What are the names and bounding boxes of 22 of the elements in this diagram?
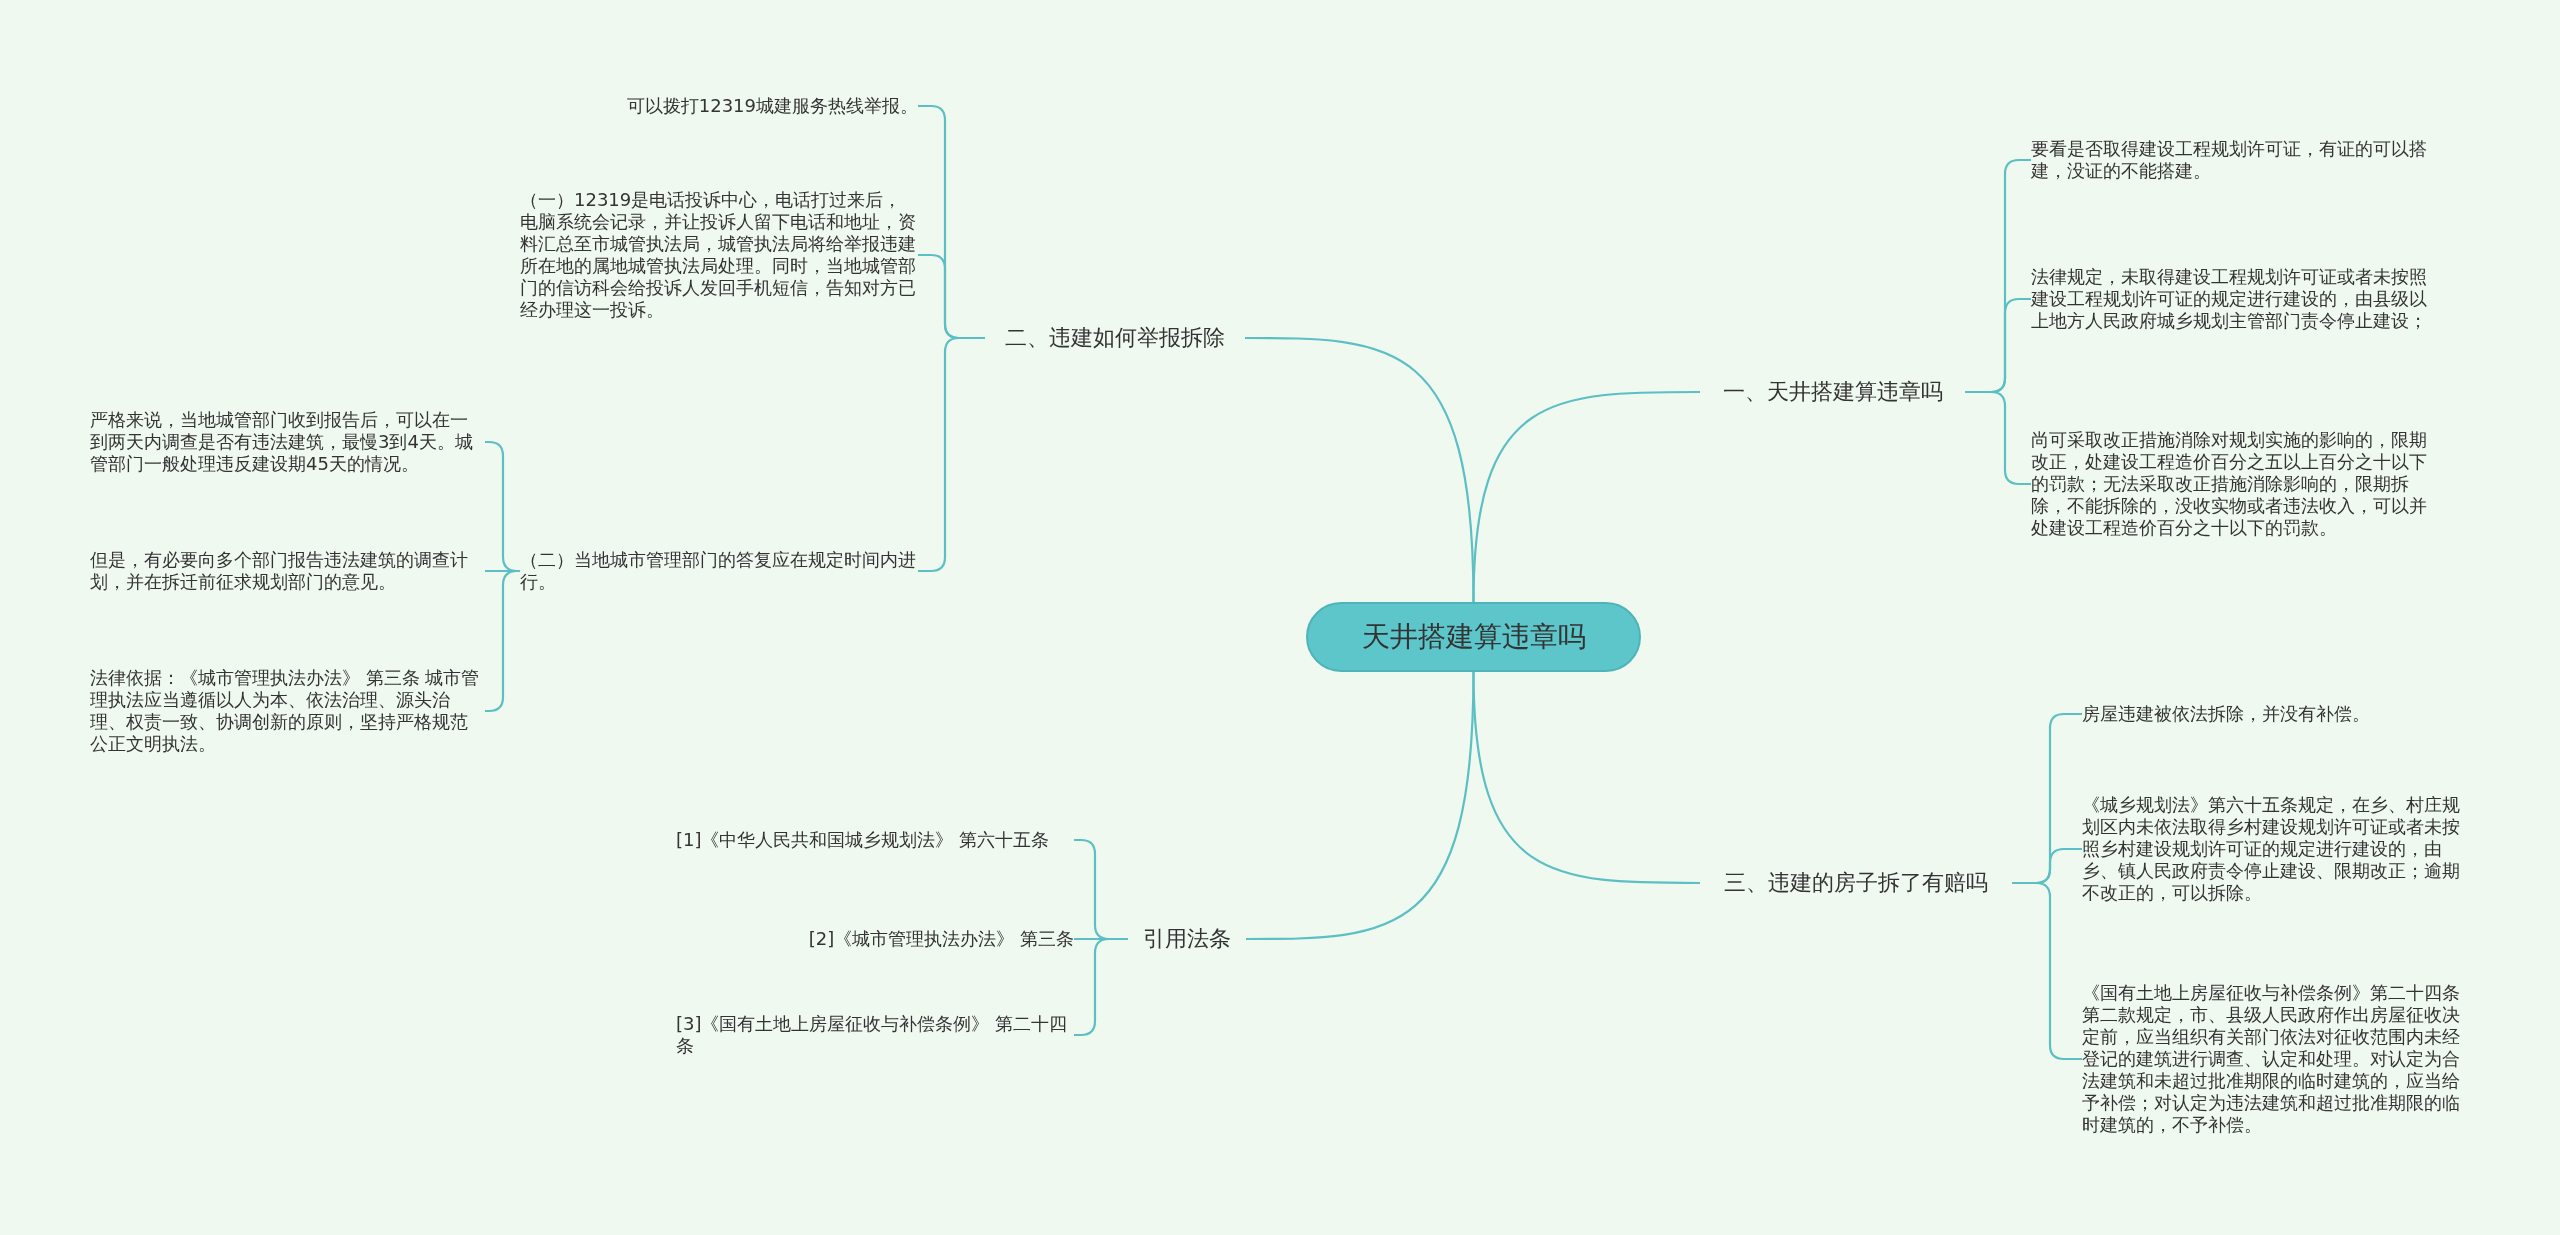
note-text: 可以拨打12319城建服务热线举报。 bbox=[520, 95, 918, 117]
note-text: 要看是否取得建设工程规划许可证，有证的可以搭建，没证的不能搭建。 bbox=[2031, 138, 2431, 182]
note-text: 房屋违建被依法拆除，并没有补偿。 bbox=[2082, 703, 2477, 725]
branch-topic: 二、违建如何举报拆除 bbox=[985, 319, 1245, 357]
connector-line bbox=[1472, 390, 1700, 603]
note-text: （二）当地城市管理部门的答复应在规定时间内进行。 bbox=[520, 549, 918, 593]
connector-line bbox=[1246, 671, 1475, 941]
branch-topic: 引用法条 bbox=[1128, 920, 1246, 958]
note-text: 严格来说，当地城管部门收到报告后，可以在一到两天内调查是否有违法建筑，最慢3到4天。城管部门一般处理违反建设期45天的情况。 bbox=[90, 409, 485, 475]
note-text: 尚可采取改正措施消除对规划实施的影响的，限期改正，处建设工程造价百分之五以上百分之十以下的罚款；无法采取改正措施消除影响的，限期拆除，不能拆除的，没收实物或者违法收入，可以并处建设工程造价百分之十以下的罚款。 bbox=[2031, 429, 2431, 539]
note-text: 《国有土地上房屋征收与补偿条例》第二十四条第二款规定，市、县级人民政府作出房屋征收决定前，应当组织有关部门依法对征收范围内未经登记的建筑进行调查、认定和处理。对认定为合法建筑和未超过批准期限的临时建筑的，应当给予补偿；对认定为违法建筑和超过批准期限的临时建筑的，不予补偿。 bbox=[2082, 982, 2477, 1136]
central-topic-pill: 天井搭建算违章吗 bbox=[1306, 602, 1641, 672]
note-text: [1]《中华人民共和国城乡规划法》 第六十五条 bbox=[676, 829, 1074, 851]
note-text: 法律依据：《城市管理执法办法》 第三条 城市管理执法应当遵循以人为本、依法治理、源头治理、权责一致、协调创新的原则，坚持严格规范公正文明执法。 bbox=[90, 667, 485, 755]
note-text: 《城乡规划法》第六十五条规定，在乡、村庄规划区内未依法取得乡村建设规划许可证或者未按照乡村建设规划许可证的规定进行建设的，由乡、镇人民政府责令停止建设、限期改正；逾期不改正的，可以拆除。 bbox=[2082, 794, 2477, 904]
note-text: 但是，有必要向多个部门报告违法建筑的调查计划，并在拆迁前征求规划部门的意见。 bbox=[90, 549, 485, 593]
note-text: （一）12319是电话投诉中心，电话打过来后，电脑系统会记录，并让投诉人留下电话和地址，资料汇总至市城管执法局，城管执法局将给举报违建所在地的属地城管执法局处理。同时，当地城管部门的信访科会给投诉人发回手机短信，告知对方已经办理这一投诉。 bbox=[520, 189, 918, 321]
note-text: [2]《城市管理执法办法》 第三条 bbox=[676, 928, 1074, 950]
note-text: 法律规定，未取得建设工程规划许可证或者未按照建设工程规划许可证的规定进行建设的，由县级以上地方人民政府城乡规划主管部门责令停止建设； bbox=[2031, 266, 2431, 332]
branch-topic: 三、违建的房子拆了有赔吗 bbox=[1700, 864, 2012, 902]
note-text: [3]《国有土地上房屋征收与补偿条例》 第二十四条 bbox=[676, 1013, 1074, 1057]
branch-topic: 一、天井搭建算违章吗 bbox=[1700, 373, 1965, 411]
